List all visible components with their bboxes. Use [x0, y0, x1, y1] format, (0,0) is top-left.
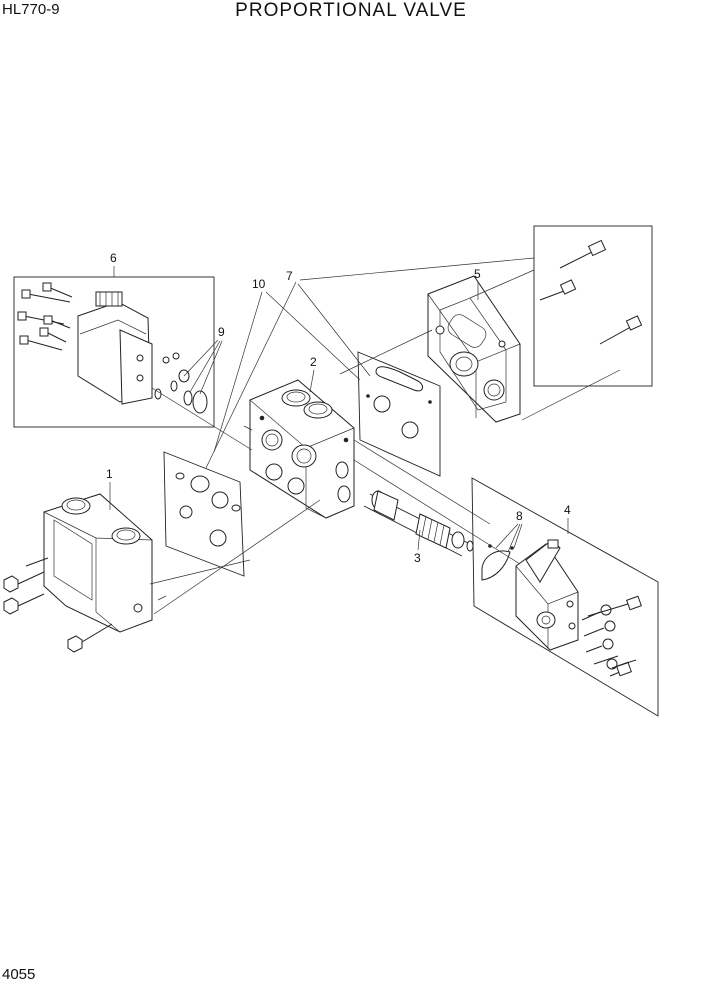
gasket-plate-middle: [357, 351, 441, 477]
callout-4: 4: [564, 503, 571, 517]
model-code: HL770-9: [2, 1, 60, 18]
gasket-plate-left: [163, 451, 245, 577]
callout-7: 7: [286, 269, 293, 283]
assembly-center-lines: [149, 329, 521, 615]
callout-2: 2: [310, 355, 317, 369]
part-5-end-cap: 5: [427, 267, 521, 423]
callout-1: 1: [106, 467, 113, 481]
page-title: PROPORTIONAL VALVE: [235, 0, 467, 21]
callout-8: 8: [516, 509, 523, 523]
part-2-valve-section: 2: [249, 355, 355, 519]
callout-9: 9: [218, 325, 225, 339]
part-4-lever-cover-group: 4 8: [471, 477, 659, 717]
part-3-spool: 3: [363, 490, 474, 565]
leader-lines: 7 10: [205, 257, 535, 469]
part-6-actuator-group: 6 9: [13, 251, 225, 428]
fitting-group: [469, 225, 653, 421]
callout-6: 6: [110, 251, 117, 265]
callout-3: 3: [414, 551, 421, 565]
callout-10: 10: [252, 277, 266, 291]
part-1-end-section: 1: [3, 467, 153, 653]
page-number: 4055: [2, 966, 36, 983]
callout-5: 5: [474, 267, 481, 281]
